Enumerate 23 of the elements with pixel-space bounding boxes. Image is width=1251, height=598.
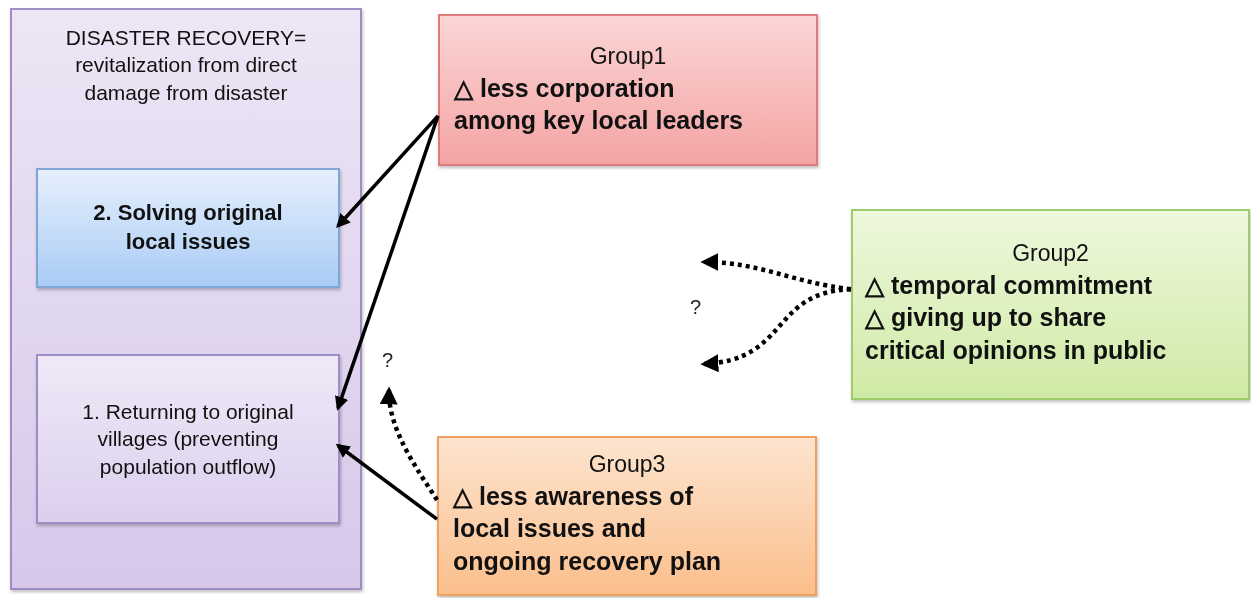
process-box bbox=[36, 168, 340, 288]
group-box bbox=[851, 209, 1250, 400]
question-mark-label: ? bbox=[382, 350, 394, 370]
box-text: △ giving up to share critical opinions in public bbox=[865, 302, 1168, 366]
arrow bbox=[336, 114, 440, 229]
process-box bbox=[36, 354, 340, 524]
box-text: 1. Returning to original villages (preventing population outflow) bbox=[81, 399, 295, 480]
question-mark-label: ? bbox=[690, 296, 702, 319]
box-text: △ less corporation among key local leaders bbox=[454, 72, 745, 137]
box-text: △ temporal commitment bbox=[865, 269, 1154, 301]
arrow bbox=[335, 115, 440, 411]
dotted-arrow bbox=[380, 386, 439, 502]
box-text: 2. Solving original local issues bbox=[92, 199, 284, 256]
group-box bbox=[438, 14, 818, 166]
group-box bbox=[437, 436, 817, 596]
arrow bbox=[335, 443, 439, 521]
box-text: DISASTER RECOVERY= revitalization from direct damage from disaster bbox=[64, 25, 308, 106]
group-title: Group1 bbox=[589, 42, 667, 71]
box-text: △ less awareness of local issues and ongoing recovery plan bbox=[453, 480, 723, 577]
dotted-arrow bbox=[700, 287, 852, 372]
group-panel bbox=[10, 8, 362, 590]
group-title: Group2 bbox=[1012, 239, 1089, 268]
group-title: Group3 bbox=[588, 450, 666, 479]
